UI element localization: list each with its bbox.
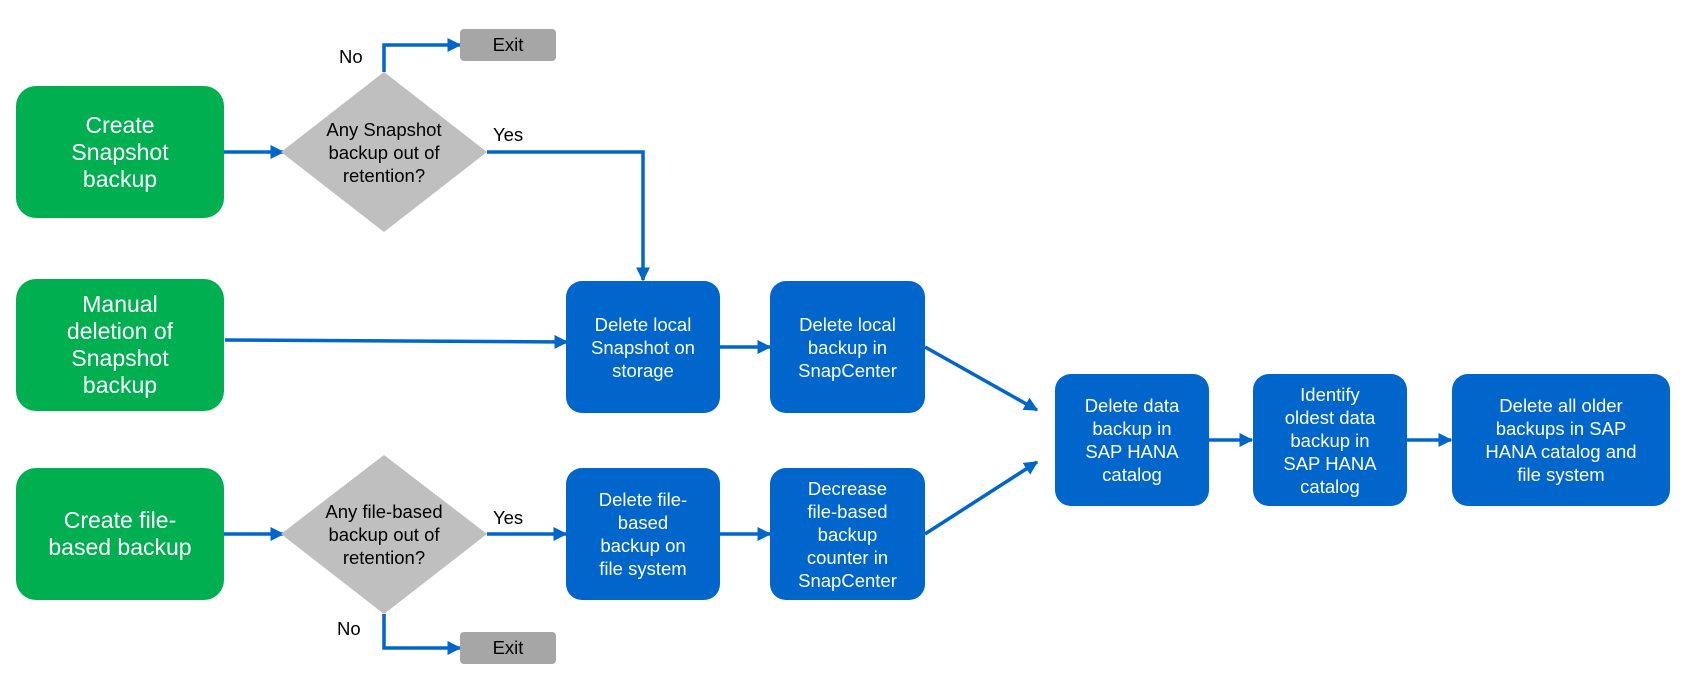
identify-oldest-node: Identify oldest data backup in SAP HANA … xyxy=(1253,374,1407,506)
arrow-yes-top-to-delete-local-snapshot xyxy=(487,150,650,282)
arrow-manual-deletion-to-delete-local-snapshot xyxy=(224,334,569,349)
create-file-based-backup-node: Create file- based backup xyxy=(16,468,224,600)
delete-file-based-backup-node: Delete file- based backup on file system xyxy=(566,468,720,600)
delete-local-snapshot-node: Delete local Snapshot on storage xyxy=(566,281,720,413)
manual-deletion-node: Manual deletion of Snapshot backup xyxy=(16,279,224,411)
delete-all-older-node: Delete all older backups in SAP HANA cat… xyxy=(1452,374,1670,506)
decrease-counter-node: Decrease file-based backup counter in Sn… xyxy=(770,468,925,600)
exit-top-node: Exit xyxy=(460,29,556,61)
delete-local-backup-node: Delete local backup in SnapCenter xyxy=(770,281,925,413)
decision-file-retention-shape xyxy=(281,455,487,614)
exit-bottom-node: Exit xyxy=(460,632,556,664)
decision-file-retention-text: Any file-based backup out of retention? xyxy=(325,500,443,568)
arrow-decrease-counter-to-data-backup xyxy=(924,460,1039,536)
edge-label-no-top: No xyxy=(339,46,363,67)
create-snapshot-backup-node: Create Snapshot backup xyxy=(16,86,224,218)
arrow-no-bottom-to-exit xyxy=(382,614,462,655)
arrow-local-backup-to-data-backup xyxy=(924,345,1039,412)
delete-data-backup-node: Delete data backup in SAP HANA catalog xyxy=(1055,374,1209,506)
decision-snapshot-retention-shape xyxy=(281,72,487,232)
edge-label-no-bottom: No xyxy=(337,618,361,639)
edge-label-yes-top: Yes xyxy=(493,124,524,145)
arrow-no-top-to-exit xyxy=(382,38,462,72)
edge-label-yes-bottom: Yes xyxy=(493,507,524,528)
decision-snapshot-retention-text: Any Snapshot backup out of retention? xyxy=(326,118,442,186)
